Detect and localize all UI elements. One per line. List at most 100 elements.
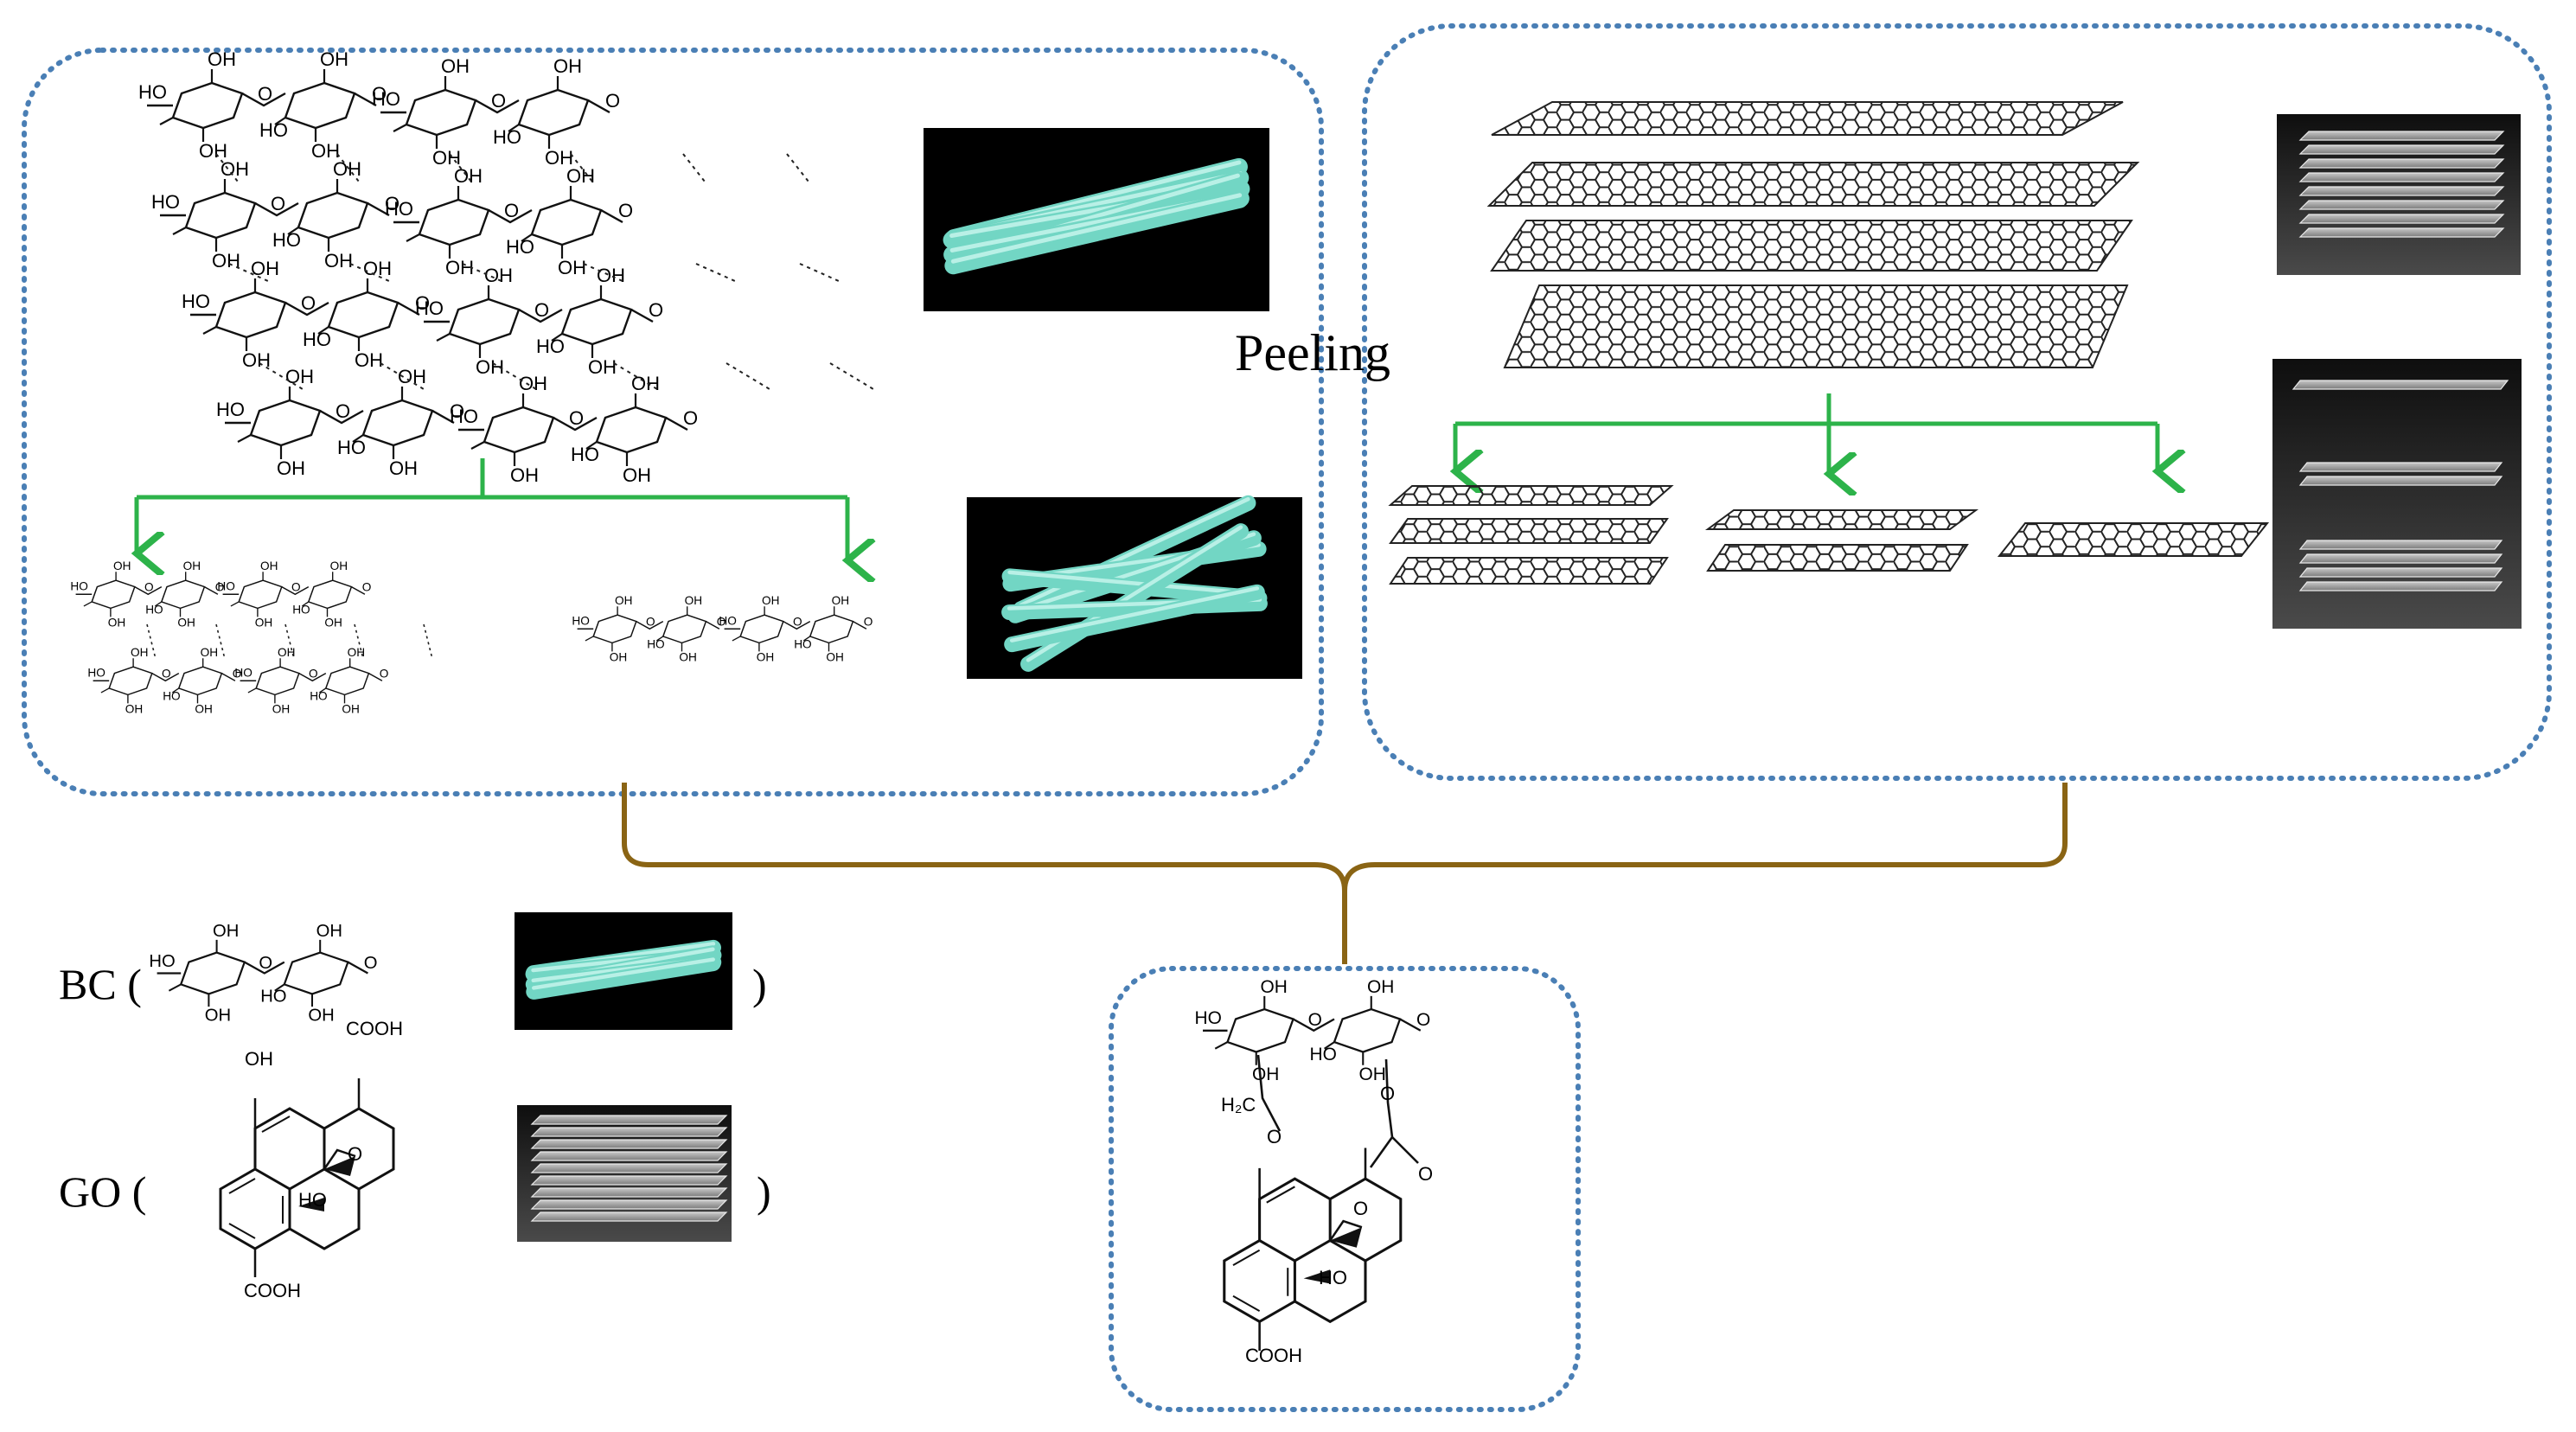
chem-label: OH [484, 265, 513, 286]
chem-label: HO [1319, 1267, 1347, 1288]
chem-label: OH [432, 147, 461, 169]
chem-label: OH [177, 616, 195, 629]
chem-label: OH [324, 250, 353, 272]
chem-label: HO [138, 81, 167, 103]
chem-label: O [215, 581, 225, 594]
chem-label: O [336, 400, 350, 422]
chem-label: OH [597, 265, 625, 286]
chem-label: O [1308, 1010, 1322, 1030]
chem-label: O [864, 616, 873, 629]
stacked-sheet [2298, 172, 2505, 182]
chem-label: OH [623, 464, 651, 486]
graphene-sheet [1491, 101, 2124, 136]
chem-label: OH [389, 457, 418, 479]
chem-label: HO [372, 88, 400, 110]
chem-label: HO [292, 604, 310, 617]
bc-fiber-icon [515, 912, 732, 1030]
chem-label: O [1353, 1198, 1368, 1219]
chem-label: OH [316, 922, 342, 941]
stacked-sheet [530, 1163, 728, 1173]
chem-label: O [1416, 1010, 1430, 1030]
chem-label: OH [125, 702, 143, 715]
chem-label: OH [553, 55, 582, 77]
chem-label: O [301, 292, 316, 314]
chem-label: HO [272, 229, 301, 251]
chem-label: O [534, 299, 549, 321]
chem-label: OH [245, 1048, 273, 1070]
chem-label: OH [131, 646, 148, 659]
stacked-sheet [530, 1127, 728, 1137]
fiber-highlight [532, 957, 715, 990]
chem-label: HO [415, 297, 444, 319]
graphene-split-arrows [1455, 393, 2157, 474]
chem-label: HO [506, 236, 534, 258]
chem-label: OH [566, 165, 595, 187]
cellulose-peeling-box [22, 48, 1324, 796]
chem-label: OH [1261, 977, 1288, 997]
cellulose-small-fragment-left: OHHOOHOOHHOOHOOHHOOHOOHHOOHOOHHOOHOOHHOO… [70, 559, 433, 715]
chem-label: OH [348, 646, 365, 659]
chem-label: HO [149, 952, 175, 971]
bc-close-paren: ) [752, 960, 767, 1008]
chem-label: HO [571, 444, 599, 465]
chem-label: O [717, 616, 726, 629]
graphene-sheet [1997, 522, 2270, 557]
chem-label: HO [719, 614, 736, 627]
chem-label: OH [1367, 977, 1394, 997]
stacked-sheet [2298, 186, 2505, 196]
chem-label: O [364, 954, 378, 973]
chem-label: O [569, 407, 584, 429]
go-polycyclic-skeleton [1223, 1148, 1403, 1352]
chem-label: O [415, 292, 430, 314]
chem-label: HO [450, 406, 478, 427]
graphene-sheet [1490, 220, 2133, 272]
stacked-sheet [2298, 131, 2505, 141]
chem-label: OH [278, 646, 295, 659]
chem-label: OH [113, 559, 131, 572]
chem-label: HO [337, 437, 366, 458]
chem-label: O [1267, 1126, 1282, 1148]
fiber-strand [526, 956, 721, 1000]
chem-label: OH [205, 1007, 231, 1026]
graphene-peeling-box [1362, 23, 2552, 781]
peeled-sheet [2298, 540, 2503, 550]
chem-label: O [605, 90, 620, 112]
chem-label: O [271, 193, 285, 214]
chem-label: O [793, 616, 802, 629]
chem-label: OH [251, 258, 279, 279]
chem-label: O [348, 1143, 362, 1165]
go-polycyclic-skeleton [219, 1078, 395, 1277]
chem-label: OH [685, 594, 702, 607]
stacked-sheet [530, 1139, 728, 1149]
chem-label: HO [1310, 1045, 1337, 1064]
chem-label: O [309, 668, 318, 681]
chem-label: OH [757, 650, 774, 663]
chem-label: O [1380, 1083, 1395, 1104]
graphene-small-stacks [1388, 485, 2270, 585]
chem-label: O [385, 193, 400, 214]
chem-label: O [362, 581, 372, 594]
chem-label: HO [70, 579, 87, 592]
chem-label: O [258, 83, 272, 105]
chem-label: O [649, 299, 663, 321]
chem-label: O [162, 668, 171, 681]
chem-label: O [372, 83, 387, 105]
chem-label: HO [794, 638, 811, 651]
chem-label: OH [260, 559, 278, 572]
chem-label: OH [1359, 1064, 1386, 1084]
cellulose-hydrogen-bonded-chains: OHHOOHOOHHOOHOOHHOOHOOHHOOHOOHHOOHOOHHOO… [138, 48, 874, 486]
stacked-sheet [530, 1211, 728, 1222]
chem-label: OH [519, 373, 547, 394]
chem-label: O [380, 668, 389, 681]
peeling-label: Peeling [1235, 324, 1390, 381]
chem-label: OH [330, 559, 348, 572]
chem-label: HO [151, 191, 180, 213]
go-stack-icon [517, 1105, 732, 1242]
chem-label: OH [441, 55, 470, 77]
